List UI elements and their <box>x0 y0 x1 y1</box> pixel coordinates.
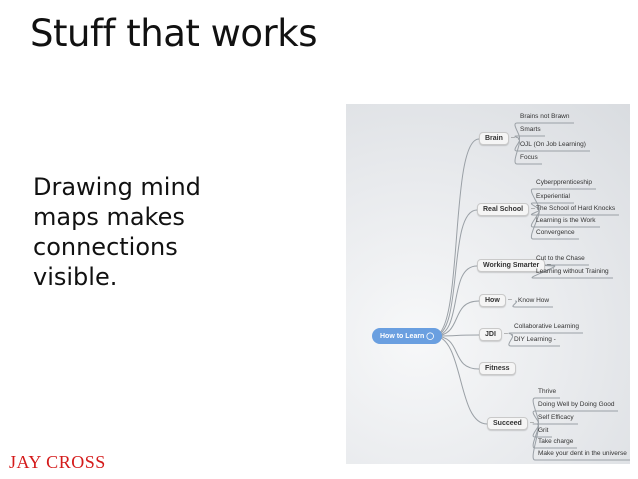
collapse-minus-icon: – <box>511 134 515 141</box>
mindmap-branch-node: Real School <box>477 203 530 216</box>
mindmap-branch-node: Working Smarter <box>477 259 546 272</box>
mindmap-connector <box>508 334 560 347</box>
mindmap-branch-node: Succeed <box>487 417 528 430</box>
mindmap-leaf: Self Efficacy <box>538 414 574 421</box>
slide-title: Stuff that works <box>30 12 317 55</box>
mindmap-leaf: Know How <box>518 297 550 304</box>
mindmap-root-node: How to Learn ◯ <box>372 328 443 344</box>
mindmap-leaf: Experiential <box>536 193 570 200</box>
mindmap-connector <box>514 138 542 165</box>
mindmap-connector <box>433 265 478 337</box>
collapse-minus-icon: – <box>531 205 535 212</box>
author-footer: JAY CROSS <box>9 452 106 472</box>
mindmap-leaf: Take charge <box>538 438 574 445</box>
collapse-minus-icon: – <box>547 261 551 268</box>
mindmap-leaf: The School of Hard Knocks <box>536 205 616 212</box>
mindmap-branch-node: JDI <box>479 328 502 341</box>
mindmap-leaf: OJL (On Job Learning) <box>520 141 586 148</box>
mindmap-connector <box>512 300 553 308</box>
mindmap-connector <box>508 332 583 336</box>
mindmap-leaf: Make your dent in the universe <box>538 450 627 457</box>
mindmap-leaf: Cut to the Chase <box>536 255 585 262</box>
mindmap-leaf: Focus <box>520 154 538 161</box>
mindmap-leaf: Learning is the Work <box>536 217 596 224</box>
mindmap-leaf: Cyberpprenticeship <box>536 179 593 186</box>
mindmap-branch-node: Fitness <box>479 362 516 375</box>
mindmap-branch-node: How <box>479 294 506 307</box>
collapse-minus-icon: – <box>504 330 508 337</box>
mindmap-connector <box>433 138 480 337</box>
mindmap-connector <box>433 335 488 425</box>
mindmap-leaf: Collaborative Learning <box>514 323 580 330</box>
slide-body-text: Drawing mind maps makes connections visi… <box>33 173 201 291</box>
mindmap-leaf: Brains not Brawn <box>520 113 570 120</box>
mindmap-connector <box>433 209 478 337</box>
mind-map-connectors <box>433 122 630 461</box>
mindmap-connector <box>530 209 579 240</box>
mindmap-leaf: Thrive <box>538 388 557 395</box>
mindmap-connector <box>531 265 613 279</box>
mindmap-connector <box>532 423 630 461</box>
mindmap-leaf: Grit <box>538 427 549 434</box>
mindmap-leaf: Learning without Training <box>536 268 609 275</box>
mindmap-leaf: Smarts <box>520 126 541 133</box>
mindmap-leaf: Doing Well by Doing Good <box>538 401 615 408</box>
mindmap-leaf: DIY Learning - <box>514 336 556 343</box>
collapse-minus-icon: – <box>508 296 512 303</box>
collapse-minus-icon: – <box>530 419 534 426</box>
mindmap-leaf: Convergence <box>536 229 575 236</box>
mindmap-branch-node: Brain <box>479 132 509 145</box>
